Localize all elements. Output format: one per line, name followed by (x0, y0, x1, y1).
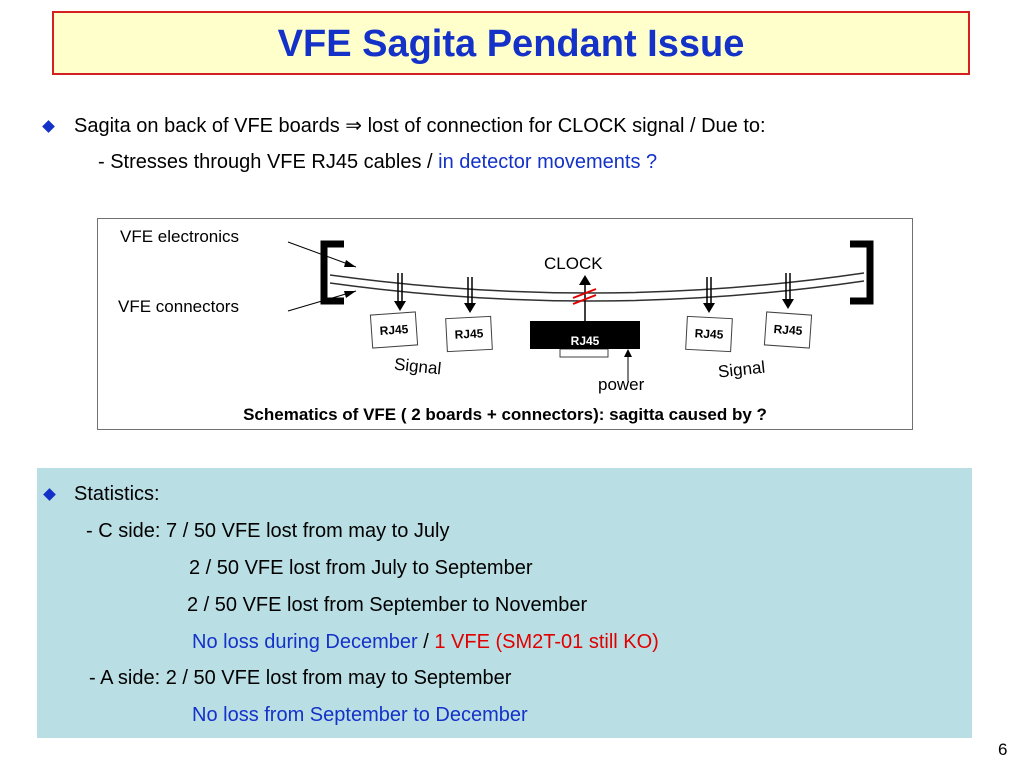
c-side-line-3: 2 / 50 VFE lost from September to Novemb… (187, 594, 588, 616)
diamond-bullet-icon (43, 488, 56, 501)
c-side-line-2: 2 / 50 VFE lost from July to September (189, 557, 533, 579)
power-arrow-icon (624, 349, 632, 357)
left-board-bracket (320, 240, 344, 305)
power-label: power (598, 375, 645, 394)
center-connector-base (559, 348, 609, 358)
connector-arrow-4-icon (703, 303, 715, 313)
intro-sub-line: - Stresses through VFE RJ45 cables / in … (98, 150, 657, 174)
rj45-connector-5: RJ45 (763, 311, 813, 349)
intro-bullet-text: Sagita on back of VFE boards ⇒ lost of c… (74, 115, 766, 137)
vfe-electronics-label: VFE electronics (120, 227, 240, 246)
page-number: 6 (998, 740, 1008, 759)
broken-connection-mark-2 (572, 294, 597, 305)
broken-connection-mark-1 (572, 288, 597, 299)
slide-title: VFE Sagita Pendant Issue (277, 23, 745, 65)
rj45-connector-4: RJ45 (685, 315, 733, 353)
clock-arrow-icon (579, 275, 591, 285)
statistics-heading: Statistics: (74, 483, 160, 505)
vfe-connectors-label: VFE connectors (118, 297, 239, 316)
a-side-line-1: - A side: 2 / 50 VFE lost from may to Se… (89, 667, 512, 689)
rj45-connector-1: RJ45 (369, 311, 419, 349)
rj45-connector-2: RJ45 (445, 315, 493, 353)
upper-board-line (329, 272, 865, 294)
connectors-callout-arrowhead (344, 291, 356, 298)
diamond-bullet-icon (42, 120, 55, 133)
c-side-december-red: 1 VFE (SM2T-01 still KO) (434, 631, 659, 653)
intro-sub-line-blue: in detector movements ? (438, 151, 658, 173)
c-side-december-separator: / (417, 631, 435, 653)
diagram-caption: Schematics of VFE ( 2 boards + connector… (243, 405, 767, 424)
title-box: VFE Sagita Pendant Issue (52, 11, 970, 75)
right-board-bracket (850, 240, 874, 305)
connector-arrow-2-icon (464, 303, 476, 313)
connector-arrow-1-icon (394, 301, 406, 311)
rj45-connector-center: RJ45 (530, 321, 640, 349)
electronics-callout-line (287, 241, 357, 268)
c-side-december-blue: No loss during December (192, 631, 418, 653)
connectors-callout-line (287, 290, 357, 312)
intro-sub-line-black: - Stresses through VFE RJ45 cables / (98, 151, 439, 173)
clock-label: CLOCK (544, 254, 603, 273)
connector-arrow-5-icon (782, 299, 794, 309)
c-side-line-4: No loss during December / 1 VFE (SM2T-01… (192, 630, 659, 654)
vfe-schematic-drawing (287, 240, 874, 381)
a-side-line-2: No loss from September to December (192, 704, 528, 726)
vfe-schematic-diagram: VFE electronics VFE connectors CLOCK RJ4… (97, 218, 913, 430)
c-side-line-1: - C side: 7 / 50 VFE lost from may to Ju… (86, 520, 450, 542)
electronics-callout-arrowhead (344, 260, 356, 267)
statistics-box: Statistics: - C side: 7 / 50 VFE lost fr… (37, 468, 972, 738)
